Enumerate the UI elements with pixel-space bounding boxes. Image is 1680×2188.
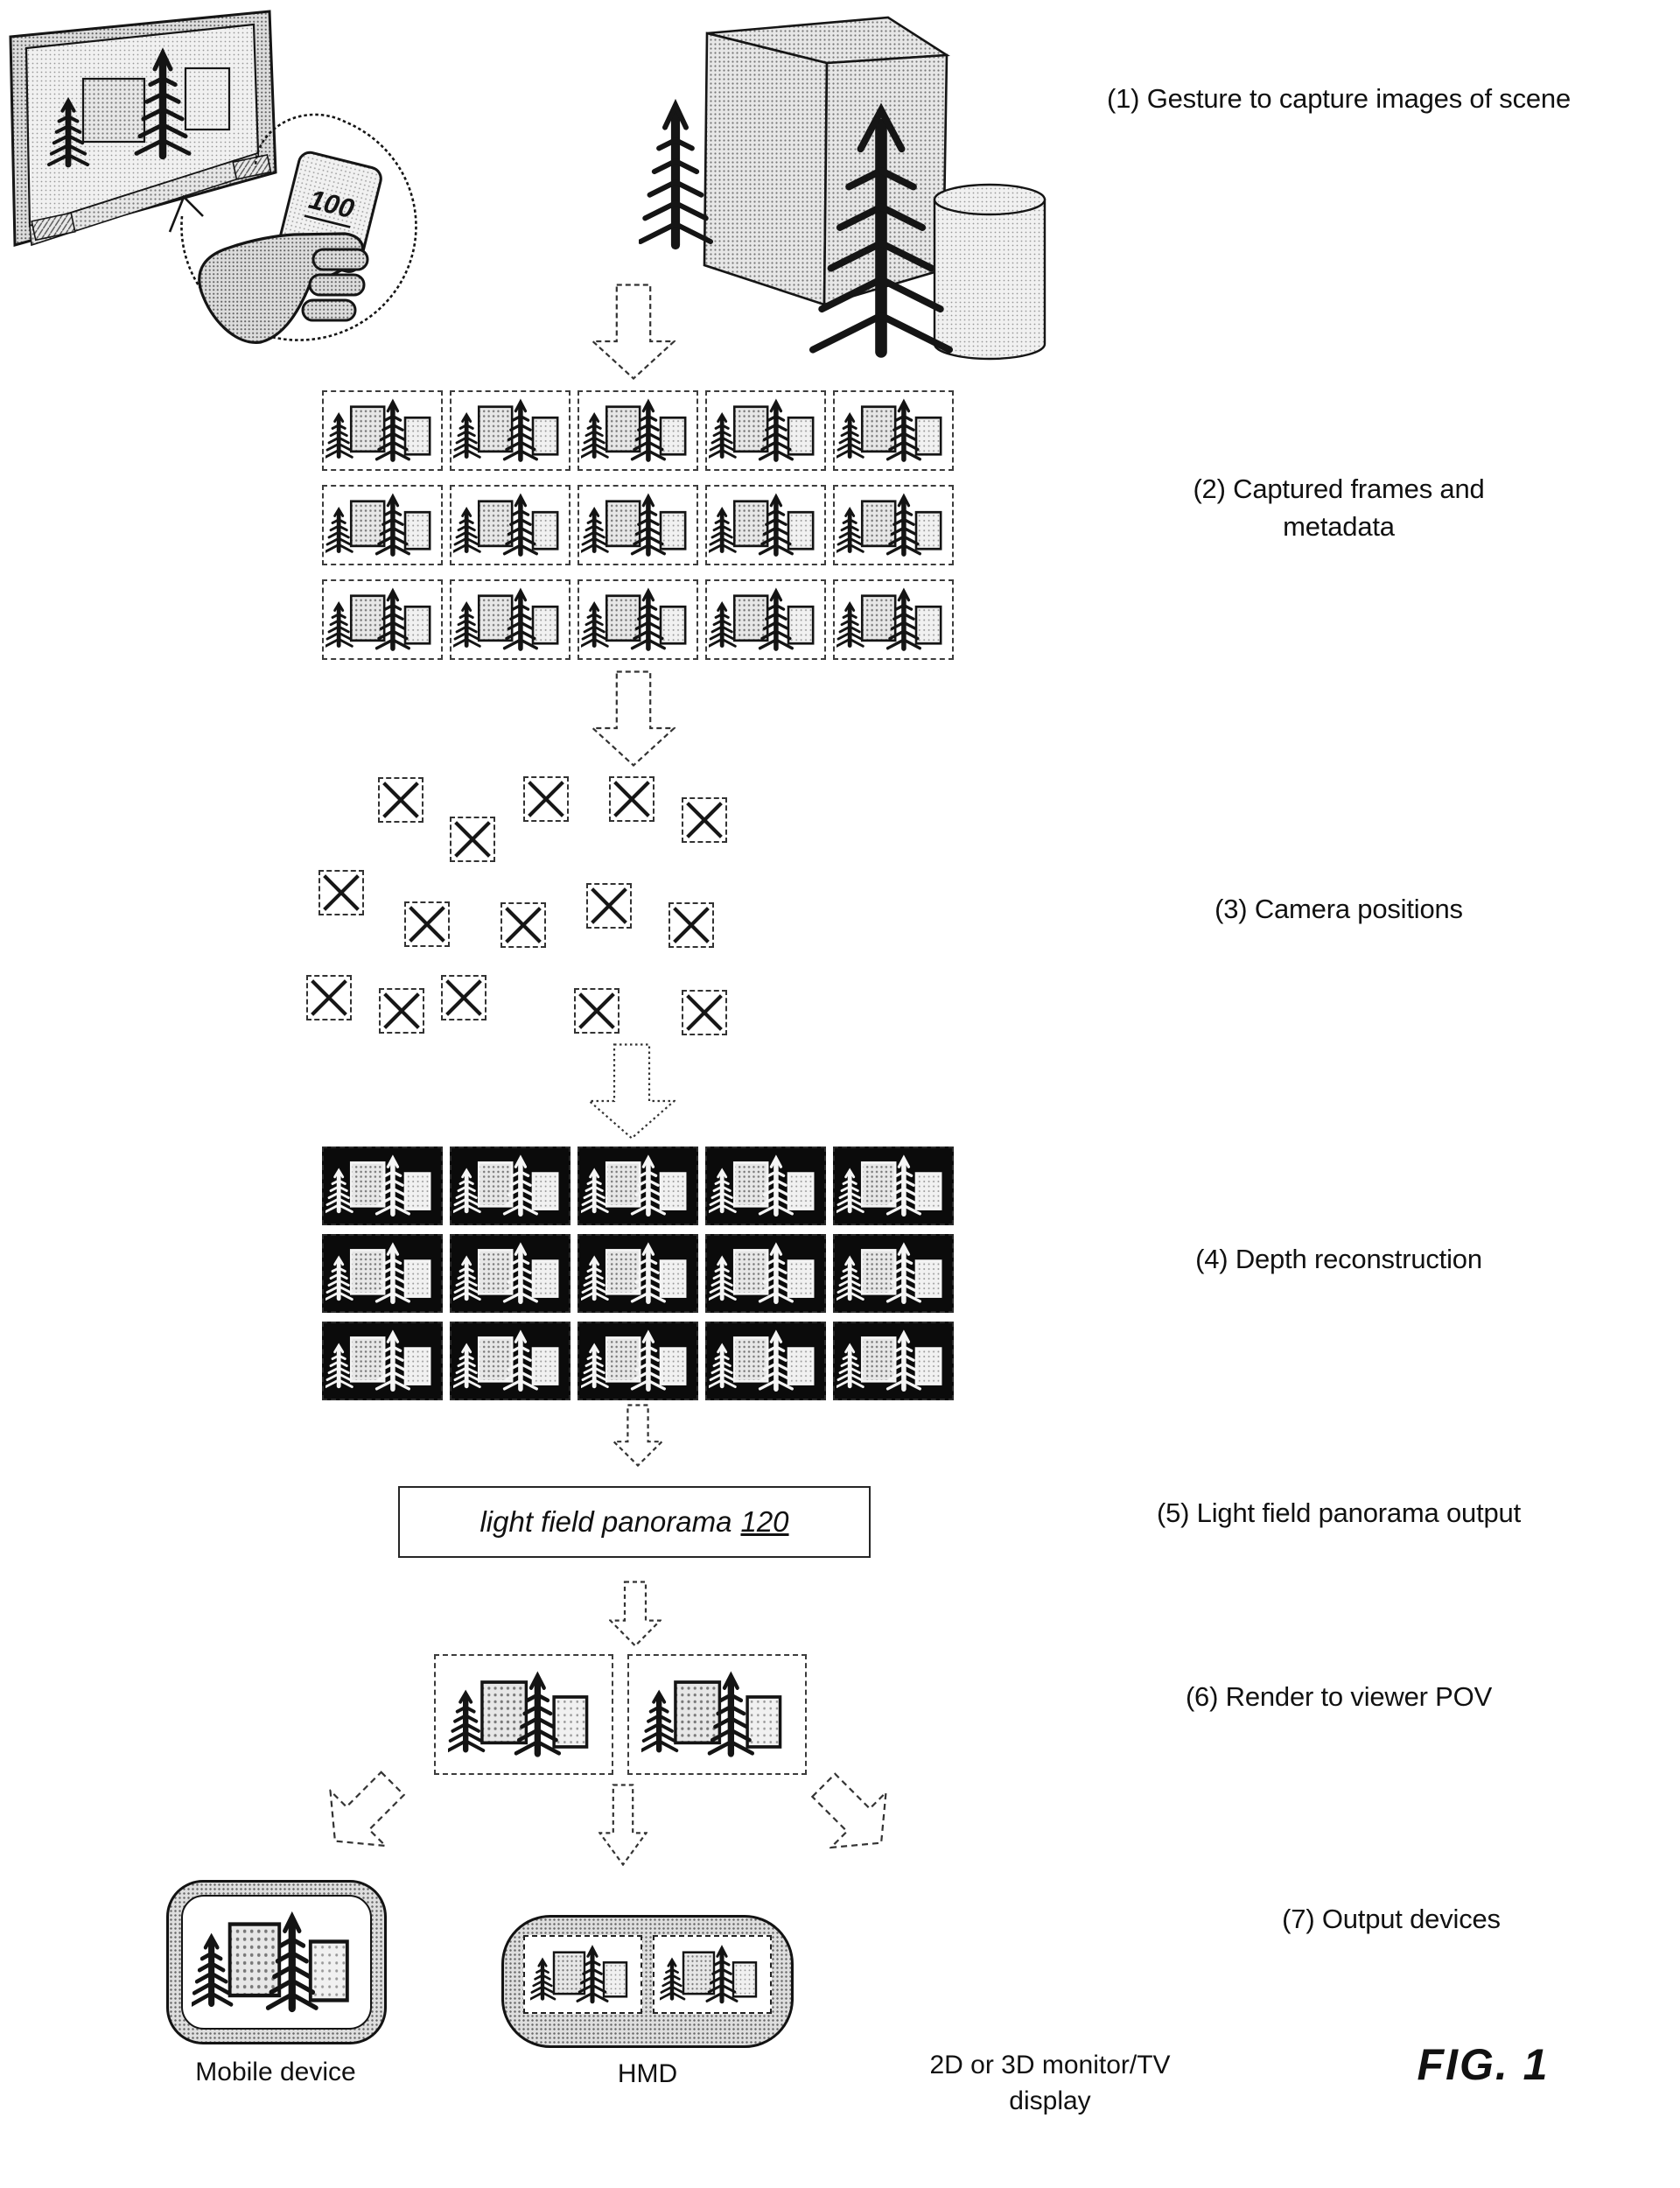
camera-position-marker bbox=[404, 901, 450, 947]
camera-position-marker bbox=[379, 988, 424, 1034]
depth-frame bbox=[450, 1322, 570, 1400]
flow-arrow-down-2 bbox=[590, 670, 677, 771]
camera-position-marker bbox=[682, 990, 727, 1035]
depth-frame bbox=[450, 1147, 570, 1225]
depth-frame bbox=[322, 1322, 443, 1400]
camera-position-marker bbox=[500, 902, 546, 948]
captured-frame bbox=[450, 478, 578, 565]
mobile-screen bbox=[181, 1895, 372, 2030]
captured-frame bbox=[833, 478, 961, 565]
captured-frame bbox=[578, 478, 705, 565]
camera-position-marker bbox=[586, 883, 632, 929]
captured-frame bbox=[450, 572, 578, 660]
mobile-device-label: Mobile device bbox=[195, 2058, 356, 2086]
render-pov-frame bbox=[434, 1654, 613, 1775]
render-pov-frames bbox=[434, 1654, 807, 1775]
captured-frame bbox=[322, 383, 450, 471]
camera-position-marker bbox=[609, 776, 654, 822]
hmd-right-eye-view bbox=[653, 1935, 772, 2014]
captured-frame bbox=[322, 478, 450, 565]
captured-frames-grid bbox=[322, 383, 961, 663]
step-label-3: (3) Camera positions bbox=[1214, 894, 1463, 924]
step-label-6: (6) Render to viewer POV bbox=[1185, 1681, 1493, 1712]
depth-frame bbox=[578, 1234, 698, 1313]
hmd-left-eye-view bbox=[523, 1935, 642, 2014]
step-label-2: (2) Captured frames and metadata bbox=[1193, 473, 1485, 542]
camera-position-marker bbox=[450, 817, 495, 862]
flow-arrow-down-1 bbox=[590, 284, 677, 384]
camera-position-marker bbox=[318, 870, 364, 915]
captured-frame bbox=[833, 572, 961, 660]
depth-frame bbox=[833, 1234, 954, 1313]
depth-frame bbox=[322, 1147, 443, 1225]
flow-arrow-to-monitor bbox=[794, 1756, 914, 1875]
panorama-ref: 120 bbox=[740, 1505, 789, 1538]
hmd-label: HMD bbox=[617, 2059, 678, 2088]
camera-position-marker bbox=[523, 776, 569, 822]
hmd-device-figure bbox=[501, 1915, 794, 2048]
scene-figure bbox=[638, 7, 1164, 388]
camera-position-marker bbox=[668, 902, 714, 948]
captured-frame bbox=[705, 478, 833, 565]
depth-frame bbox=[705, 1322, 826, 1400]
gesture-hand-figure: 100 bbox=[149, 83, 438, 385]
captured-frame bbox=[578, 383, 705, 471]
monitor-tv-label: 2D or 3D monitor/TV display bbox=[929, 2051, 1171, 2115]
camera-position-marker bbox=[378, 777, 424, 823]
step-label-4: (4) Depth reconstruction bbox=[1195, 1244, 1482, 1274]
flow-arrow-to-hmd bbox=[598, 1784, 648, 1870]
camera-position-marker bbox=[441, 975, 486, 1020]
captured-frame bbox=[450, 383, 578, 471]
flow-arrow-to-mobile bbox=[303, 1754, 422, 1873]
flow-arrow-down-3 bbox=[586, 1043, 677, 1144]
flow-arrow-down-5 bbox=[607, 1581, 663, 1652]
depth-reconstruction-grid bbox=[322, 1147, 961, 1400]
depth-frame bbox=[833, 1147, 954, 1225]
captured-frame bbox=[578, 572, 705, 660]
depth-frame bbox=[322, 1234, 443, 1313]
step-label-5: (5) Light field panorama output bbox=[1156, 1497, 1521, 1528]
depth-frame bbox=[450, 1234, 570, 1313]
flow-arrow-down-4 bbox=[611, 1404, 665, 1471]
depth-frame bbox=[705, 1234, 826, 1313]
render-pov-frame bbox=[627, 1654, 807, 1775]
camera-position-marker bbox=[306, 975, 352, 1020]
depth-frame bbox=[833, 1322, 954, 1400]
captured-frame bbox=[705, 383, 833, 471]
depth-frame bbox=[578, 1147, 698, 1225]
step-label-7: (7) Output devices bbox=[1282, 1904, 1501, 1934]
mobile-device-figure bbox=[166, 1880, 387, 2044]
camera-position-marker bbox=[682, 797, 727, 843]
captured-frame bbox=[322, 572, 450, 660]
step-label-1: (1) Gesture to capture images of scene bbox=[1107, 83, 1571, 114]
panorama-label: light field panorama bbox=[480, 1505, 732, 1538]
depth-frame bbox=[578, 1322, 698, 1400]
monitor-tv-figure bbox=[0, 0, 294, 259]
depth-frame bbox=[705, 1147, 826, 1225]
figure-caption: FIG. 1 bbox=[1417, 2040, 1550, 2089]
captured-frame bbox=[833, 383, 961, 471]
captured-frame bbox=[705, 572, 833, 660]
camera-position-marker bbox=[574, 988, 620, 1034]
light-field-panorama-box: light field panorama 120 bbox=[398, 1486, 871, 1558]
